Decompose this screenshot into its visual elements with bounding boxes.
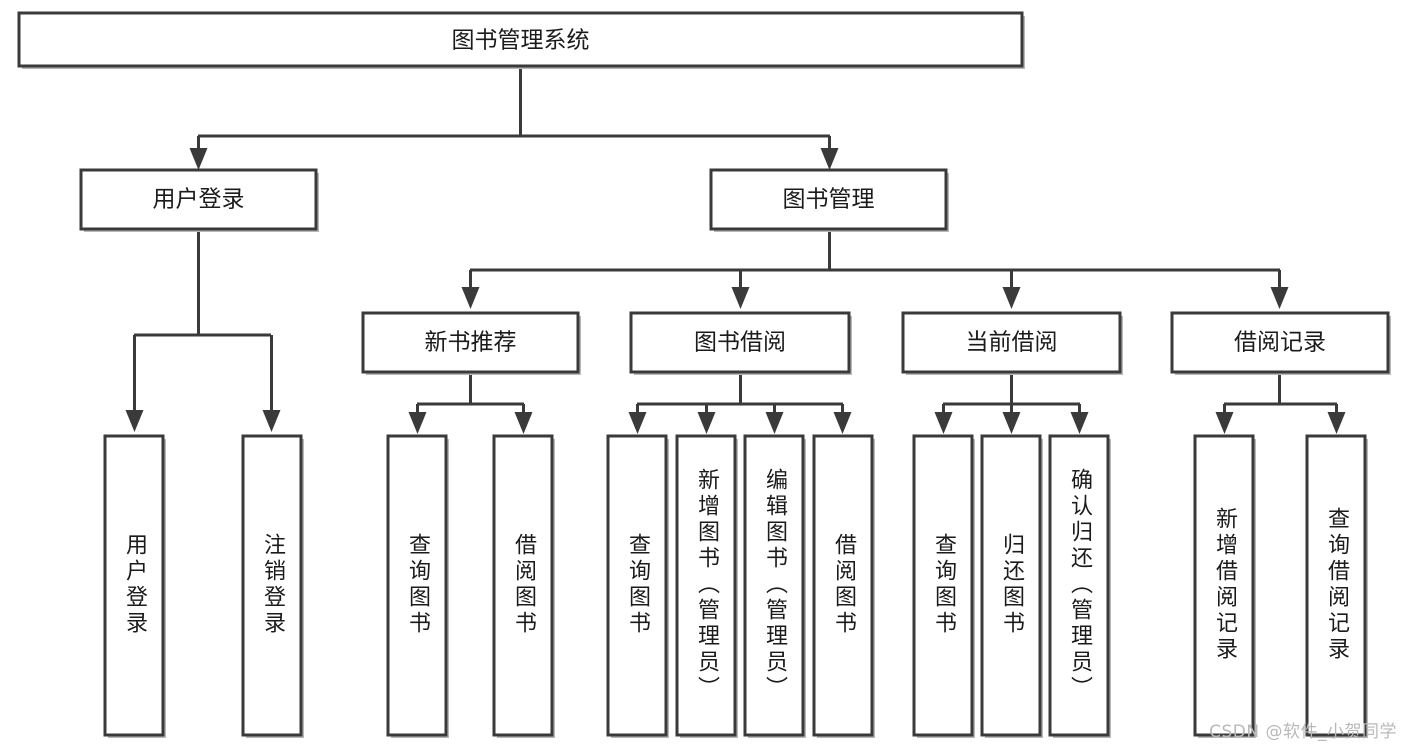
node-new-book-recommend[interactable]: 新书推荐 [361, 311, 581, 375]
node-label: 当前借阅 [966, 330, 1058, 356]
arrow-down-icon [1070, 412, 1089, 434]
node-rect [812, 434, 874, 737]
node-leaf-borrow-book-2[interactable]: 借阅图书 [812, 434, 875, 738]
arrow-down-icon [262, 410, 281, 432]
node-leaf-user-logout[interactable]: 注销登录 [241, 434, 304, 738]
arrow-down-icon [833, 412, 852, 434]
node-book-borrow[interactable]: 图书借阅 [629, 311, 852, 375]
node-leaf-user-login[interactable]: 用户登录 [103, 434, 166, 738]
node-rect [1048, 434, 1110, 737]
node-leaf-return-book[interactable]: 归还图书 [980, 434, 1043, 738]
arrow-down-icon [461, 287, 480, 309]
arrow-down-icon [697, 412, 716, 434]
node-rect [492, 434, 554, 737]
node-rect [606, 434, 668, 737]
node-borrow-record[interactable]: 借阅记录 [1170, 311, 1391, 375]
node-rect [675, 434, 737, 737]
arrow-down-icon [628, 412, 647, 434]
arrow-down-icon [408, 412, 427, 434]
node-label: 图书借阅 [694, 330, 786, 356]
node-label: 新增图书（管理员） [694, 468, 720, 702]
node-rect [79, 168, 318, 231]
arrow-down-icon [1002, 412, 1021, 434]
node-leaf-borrow-book-1[interactable]: 借阅图书 [492, 434, 555, 738]
node-rect [361, 311, 580, 374]
node-label: 编辑图书（管理员） [762, 468, 788, 702]
arrow-down-icon [765, 412, 784, 434]
node-label: 用户登录 [122, 533, 148, 637]
connector-layer [125, 66, 1346, 434]
node-leaf-query-record[interactable]: 查询借阅记录 [1305, 434, 1368, 738]
node-label: 借阅图书 [831, 533, 857, 637]
node-label: 注销登录 [260, 533, 286, 637]
node-rect [912, 434, 974, 737]
arrow-down-icon [189, 148, 208, 170]
node-leaf-add-record[interactable]: 新增借阅记录 [1193, 434, 1256, 738]
node-label: 图书管理 [783, 187, 875, 213]
node-label: 查询图书 [931, 533, 957, 637]
node-leaf-query-book-3[interactable]: 查询图书 [912, 434, 975, 738]
node-label: 借阅图书 [511, 533, 537, 637]
node-label: 图书管理系统 [452, 28, 590, 54]
node-rect [1193, 434, 1255, 737]
arrow-down-icon [1327, 412, 1346, 434]
arrow-down-icon [514, 412, 533, 434]
node-root[interactable]: 图书管理系统 [17, 11, 1025, 69]
node-label: 查询图书 [625, 533, 651, 637]
node-rect [17, 11, 1024, 68]
node-book-manage[interactable]: 图书管理 [709, 168, 949, 232]
node-rect [241, 434, 303, 737]
node-rect [103, 434, 165, 737]
node-rect [980, 434, 1042, 737]
node-leaf-add-book[interactable]: 新增图书（管理员） [675, 434, 738, 738]
arrow-down-icon [1002, 287, 1021, 309]
node-leaf-query-book-1[interactable]: 查询图书 [386, 434, 449, 738]
node-label: 确认归还（管理员） [1067, 468, 1093, 702]
arrow-down-icon [1270, 287, 1289, 309]
arrow-down-icon [731, 287, 750, 309]
node-label: 查询图书 [405, 533, 431, 637]
node-leaf-query-book-2[interactable]: 查询图书 [606, 434, 669, 738]
node-rect [1305, 434, 1367, 737]
node-rect [709, 168, 948, 231]
node-current-borrow[interactable]: 当前借阅 [901, 311, 1123, 375]
node-rect [1170, 311, 1390, 374]
arrow-down-icon [934, 412, 953, 434]
node-leaf-edit-book[interactable]: 编辑图书（管理员） [743, 434, 806, 738]
node-rect [901, 311, 1122, 374]
node-rect [386, 434, 448, 737]
node-rect [743, 434, 805, 737]
node-label: 用户登录 [153, 187, 245, 213]
node-label: 归还图书 [999, 533, 1025, 637]
node-user-login[interactable]: 用户登录 [79, 168, 319, 232]
node-label: 新书推荐 [425, 330, 517, 356]
node-label: 新增借阅记录 [1212, 507, 1238, 663]
arrow-down-icon [820, 148, 839, 170]
arrow-down-icon [1215, 412, 1234, 434]
node-label: 借阅记录 [1234, 330, 1326, 356]
node-label: 查询借阅记录 [1324, 507, 1350, 663]
node-leaf-confirm-return[interactable]: 确认归还（管理员） [1048, 434, 1111, 738]
arrow-down-icon [125, 410, 144, 432]
node-rect [629, 311, 851, 374]
